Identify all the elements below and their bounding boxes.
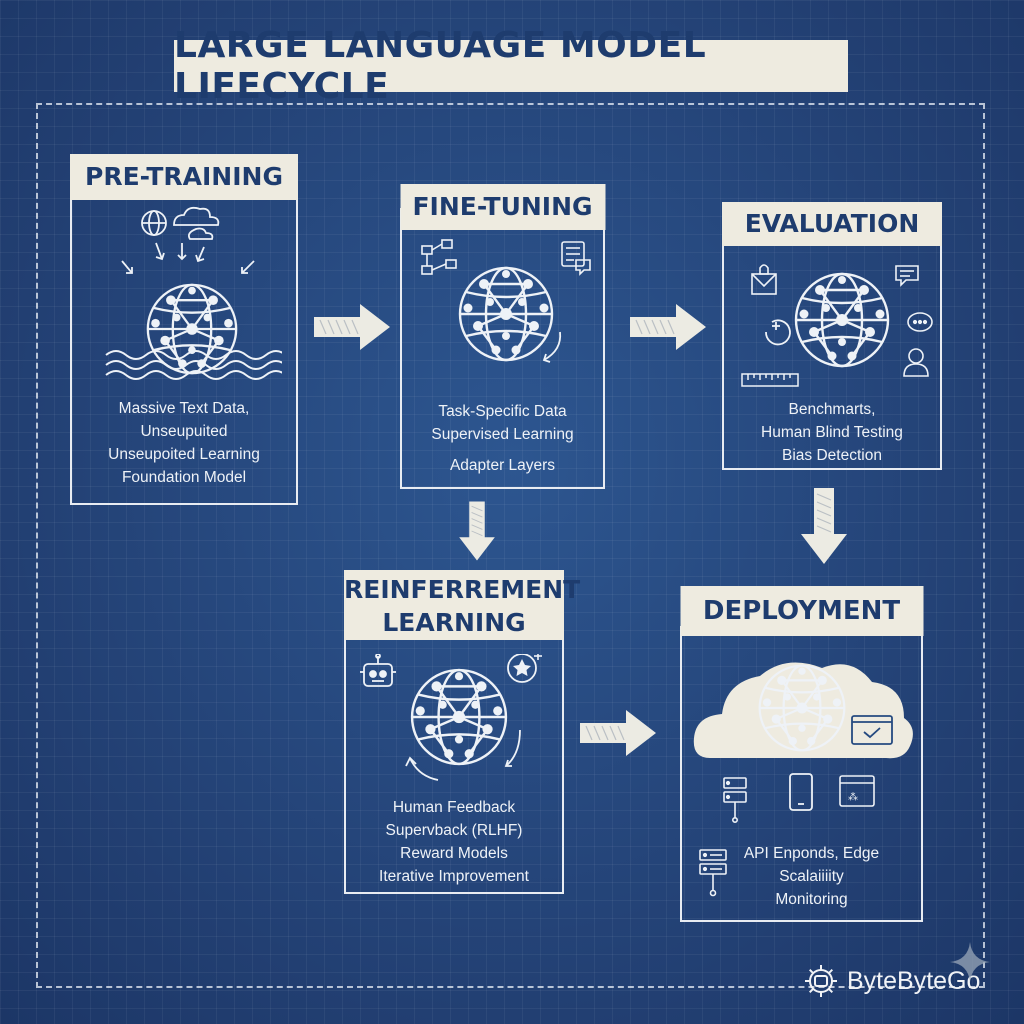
mobile-icon xyxy=(789,773,813,811)
evaluation-line: Bias Detection xyxy=(782,447,882,464)
finetuning-illustration xyxy=(421,239,591,363)
stage-evaluation-title: EVALUATION xyxy=(722,202,942,246)
evaluation-description: Benchmarts, Human Blind Testing Bias Det… xyxy=(724,398,940,467)
evaluation-illustration xyxy=(741,264,933,387)
message-icon xyxy=(895,265,919,287)
stage-finetuning-title: FINE-TUNING xyxy=(400,184,605,230)
cloud-icon xyxy=(173,206,220,240)
stage-reinforcement: REINFERREMENT LEARNING Human Feedback Su… xyxy=(344,570,580,894)
envelope-icon xyxy=(751,264,777,295)
svg-text:⁂: ⁂ xyxy=(848,791,858,803)
reinforcement-illustration xyxy=(360,654,542,781)
brand-name: ByteByteGo xyxy=(847,966,981,995)
arrow-evaluation-to-deployment xyxy=(800,487,848,565)
flowchart-icon xyxy=(421,239,457,275)
text-data-waves xyxy=(105,350,282,380)
reward-star-icon xyxy=(507,654,542,683)
brand-logo: ByteByteGo xyxy=(803,963,980,999)
pretraining-illustration xyxy=(105,206,282,380)
pretraining-description: Massive Text Data, Unseupuited Unseupoit… xyxy=(72,397,296,489)
reinforcement-line: Iterative Improvement xyxy=(379,868,529,885)
globe-web-icon xyxy=(141,210,167,236)
finetuning-description: Task-Specific Data Supervised Learning A… xyxy=(402,400,603,477)
reinforcement-line: Human Feedback xyxy=(392,799,516,816)
feedback-bubble-icon xyxy=(907,312,933,332)
stage-deployment: DEPLOYMENT ⁂ xyxy=(680,586,923,922)
stage-reinforcement-title: REINFERREMENT LEARNING xyxy=(344,570,581,640)
evaluation-line: Human Blind Testing xyxy=(761,424,903,441)
pretraining-line: Unseupuited xyxy=(140,423,228,440)
feedback-loop-arrow-icon xyxy=(505,729,521,767)
stage-deployment-title: DEPLOYMENT xyxy=(680,586,923,636)
data-inflow-arrows xyxy=(121,242,255,274)
reinforcement-description: Human Feedback Supervback (RLHF) Reward … xyxy=(346,796,562,888)
neural-globe-icon xyxy=(146,283,238,375)
deployment-illustration: ⁂ xyxy=(693,662,913,824)
deployment-line: API Enponds, Edge xyxy=(743,845,880,862)
deployment-line: Monitoring xyxy=(775,891,848,908)
arrow-finetuning-to-reinforcement xyxy=(458,500,496,562)
neural-globe-icon xyxy=(458,266,554,362)
chat-document-icon xyxy=(561,241,591,276)
reinforcement-line: Reward Models xyxy=(400,845,508,862)
stage-pretraining: PRE-TRAINING Massive Text Data, Unseupui… xyxy=(70,154,298,505)
gear-logo-icon xyxy=(805,965,837,997)
arrow-finetuning-to-evaluation xyxy=(629,303,707,351)
pretraining-line: Massive Text Data, xyxy=(118,400,250,417)
sparkle-icon xyxy=(950,942,990,982)
edge-server-icon xyxy=(699,849,727,897)
reinforcement-title-line: LEARNING xyxy=(382,608,526,637)
arrow-reinforcement-to-deployment xyxy=(579,709,657,757)
robot-icon xyxy=(360,654,396,687)
stage-finetuning: FINE-TUNING Task-Specific Data Supervise… xyxy=(400,184,605,489)
pretraining-line: Unseupoited Learning xyxy=(108,446,260,463)
evaluation-line: Benchmarts, xyxy=(788,401,876,418)
pretraining-line: Foundation Model xyxy=(121,469,247,486)
dashboard-window-icon xyxy=(851,715,893,745)
finetuning-line: Supervised Learning xyxy=(431,426,574,443)
deployment-line: Scalaiiiity xyxy=(779,868,844,885)
reinforcement-title-line: REINFERREMENT xyxy=(344,575,581,604)
finetuning-line: Task-Specific Data xyxy=(438,403,567,420)
server-icon xyxy=(723,777,747,824)
refine-arrow-icon xyxy=(543,331,562,361)
arrow-pretraining-to-finetuning xyxy=(313,303,391,351)
ruler-icon xyxy=(741,373,799,387)
feedback-loop-arrow-icon xyxy=(409,757,439,781)
stage-evaluation: EVALUATION xyxy=(722,202,942,470)
browser-app-icon: ⁂ xyxy=(839,775,875,807)
finetuning-line: Adapter Layers xyxy=(449,457,556,474)
neural-globe-icon xyxy=(410,668,508,766)
outer-dashed-frame xyxy=(36,103,985,988)
neural-globe-icon xyxy=(794,272,890,368)
user-icon xyxy=(903,348,929,377)
deployment-description: API Enponds, Edge Scalaiiiity Monitoring xyxy=(702,842,921,911)
diagram-title: LARGE LANGUAGE MODEL LIFECYCLE xyxy=(174,25,848,107)
stage-pretraining-title: PRE-TRAINING xyxy=(70,154,298,200)
metrics-gauge-icon xyxy=(765,319,791,346)
reinforcement-line: Supervback (RLHF) xyxy=(385,822,523,839)
